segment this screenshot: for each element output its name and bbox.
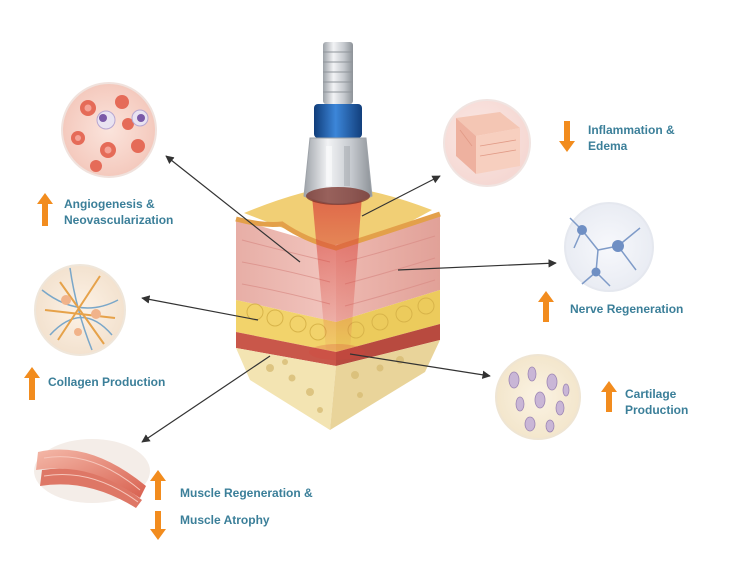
label-inflammation-line2: Edema bbox=[588, 139, 628, 153]
cartilage-cells-illustration bbox=[495, 354, 581, 440]
label-angiogenesis-line2: Neovascularization bbox=[64, 213, 174, 227]
label-collagen-line1: Collagen Production bbox=[48, 375, 166, 389]
pointer-angiogenesis bbox=[165, 155, 301, 263]
arrow-up-icon bbox=[37, 193, 53, 226]
label-angiogenesis-line1: Angiogenesis & bbox=[64, 197, 155, 211]
skin-tissue-block bbox=[235, 186, 441, 430]
arrow-down-icon bbox=[150, 511, 166, 540]
label-angiogenesis: Angiogenesis & Neovascularization bbox=[64, 196, 173, 228]
label-nerve-line1: Nerve Regeneration bbox=[570, 302, 684, 316]
arrow-down-icon bbox=[559, 121, 575, 152]
pointer-nerve bbox=[397, 259, 557, 271]
muscle-fibers-illustration bbox=[34, 439, 150, 508]
label-muscle-line2: Muscle Atrophy bbox=[180, 513, 270, 527]
label-nerve: Nerve Regeneration bbox=[570, 301, 683, 317]
shockwave-beam bbox=[312, 196, 362, 350]
pointer-muscle bbox=[141, 355, 271, 443]
collagen-fibers-illustration bbox=[34, 264, 126, 356]
label-cartilage-line1: Cartilage bbox=[625, 387, 677, 401]
arrow-up-icon bbox=[150, 470, 166, 500]
inflammation-tissue-illustration bbox=[443, 99, 531, 187]
label-inflammation-line1: Inflammation & bbox=[588, 123, 675, 137]
pointer-inflammation bbox=[361, 175, 441, 217]
bone-layer-left bbox=[236, 348, 336, 430]
label-cartilage: Cartilage Production bbox=[625, 386, 688, 418]
fascia-layer-left bbox=[236, 332, 336, 366]
blood-cells-illustration bbox=[61, 82, 157, 178]
arrow-up-icon bbox=[601, 381, 617, 412]
pointer-lines bbox=[141, 155, 557, 443]
label-inflammation: Inflammation & Edema bbox=[588, 122, 675, 154]
shockwave-applicator-icon bbox=[303, 42, 373, 205]
pointer-cartilage bbox=[349, 353, 491, 379]
label-collagen: Collagen Production bbox=[48, 374, 165, 390]
label-muscle-regeneration: Muscle Regeneration & bbox=[180, 485, 313, 501]
label-muscle-atrophy: Muscle Atrophy bbox=[180, 512, 270, 528]
arrow-up-icon bbox=[538, 291, 554, 322]
pointer-collagen bbox=[141, 295, 259, 321]
arrow-up-icon bbox=[24, 367, 40, 400]
label-cartilage-line2: Production bbox=[625, 403, 689, 417]
label-muscle-line1: Muscle Regeneration & bbox=[180, 486, 313, 500]
fat-layer-left bbox=[236, 300, 336, 352]
bone-layer-right bbox=[330, 340, 440, 430]
direction-arrows bbox=[24, 121, 617, 540]
nerve-cells-illustration bbox=[564, 202, 654, 292]
